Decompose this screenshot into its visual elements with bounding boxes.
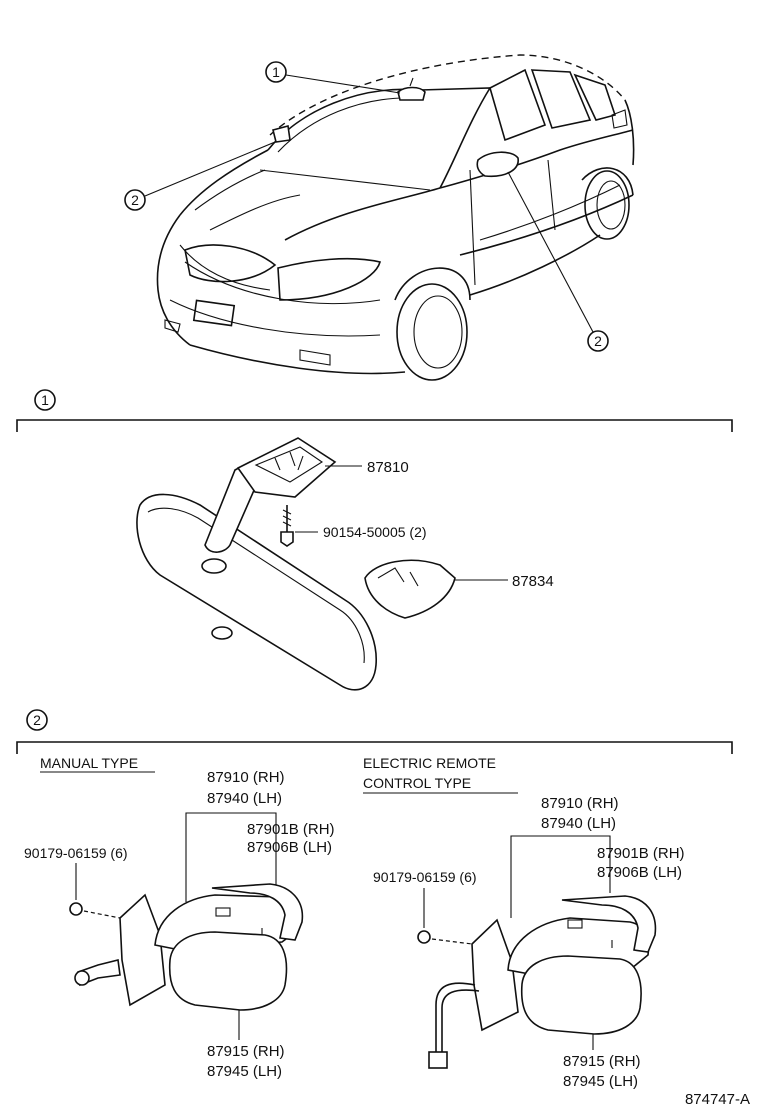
car-illustration	[156, 54, 635, 381]
part-label-87834: 87834	[512, 573, 554, 590]
outer-cover	[211, 883, 304, 941]
mirror-glass	[168, 931, 288, 1011]
section-2: 2 MANUAL TYPE 87910 (RH) 87940 (LH) 8790…	[16, 709, 733, 1090]
electric-type-heading-line1: ELECTRIC REMOTE	[363, 755, 496, 771]
callout-2-number: 2	[131, 192, 139, 208]
manual-type-group: MANUAL TYPE 87910 (RH) 87940 (LH) 87901B…	[24, 755, 335, 1080]
mirror-assy-lh-label: 87940 (LH)	[207, 790, 282, 807]
outer-cover-rh-label: 87901B (RH)	[597, 845, 685, 862]
mirror-glass	[520, 955, 642, 1035]
mirror-base-plate	[119, 893, 166, 1007]
electric-type-heading-line2: CONTROL TYPE	[363, 775, 471, 791]
plug-label: 90179-06159 (6)	[24, 845, 128, 861]
screw-90154	[280, 505, 294, 547]
callout-2-number: 2	[594, 333, 602, 349]
wire-harness	[428, 982, 480, 1069]
plug-90179	[69, 902, 83, 916]
mirror-assy-rh-label: 87910 (RH)	[207, 769, 285, 786]
callout-2-car-right: 2	[507, 171, 609, 352]
mirror-pivot	[201, 558, 227, 574]
section-1-number: 1	[41, 392, 49, 408]
mirror-lh-label: 87945 (LH)	[207, 1063, 282, 1080]
section-2-bracket-line	[16, 741, 733, 754]
callout-2-car-left: 2	[124, 141, 276, 211]
inner-mirror-body	[136, 493, 377, 691]
adjust-lever	[74, 959, 121, 987]
outer-cover	[561, 895, 657, 953]
outer-cover-lh-label: 87906B (LH)	[597, 864, 682, 881]
outer-cover-rh-label: 87901B (RH)	[247, 821, 335, 838]
section-2-number: 2	[33, 712, 41, 728]
mirror-rh-label: 87915 (RH)	[207, 1043, 285, 1060]
mirror-base-plate	[471, 918, 519, 1032]
bracket-87810	[236, 437, 337, 498]
mirror-rh-label: 87915 (RH)	[563, 1053, 641, 1070]
manual-type-heading: MANUAL TYPE	[40, 755, 138, 771]
mirror-lh-label: 87945 (LH)	[563, 1073, 638, 1090]
part-label-90154: 90154-50005 (2)	[323, 524, 427, 540]
callout-1-number: 1	[272, 64, 280, 80]
mirror-adjust-knob	[211, 626, 233, 640]
callout-1-car: 1	[265, 61, 401, 94]
electric-type-group: ELECTRIC REMOTE CONTROL TYPE 87910 (RH) …	[363, 755, 685, 1090]
section-1: 1 87810 90154-50005 (2) 87834	[16, 389, 733, 691]
outer-cover-lh-label: 87906B (LH)	[247, 839, 332, 856]
diagram-code: 874747-A	[685, 1091, 750, 1108]
mirror-assy-lh-label: 87940 (LH)	[541, 815, 616, 832]
cover-87834	[364, 559, 456, 619]
part-label-87810: 87810	[367, 459, 409, 476]
plug-90179	[417, 930, 431, 944]
plug-label: 90179-06159 (6)	[373, 869, 477, 885]
mirror-assy-rh-label: 87910 (RH)	[541, 795, 619, 812]
section-1-bracket-line	[16, 419, 733, 432]
